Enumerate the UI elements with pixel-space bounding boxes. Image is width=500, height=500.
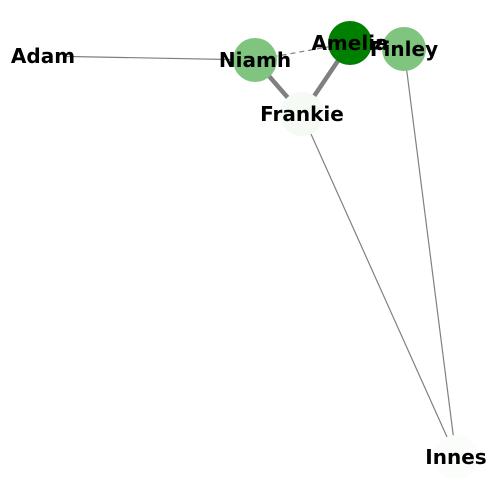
node-frankie: [280, 92, 324, 136]
edge-niamh-amelia: [254, 42, 351, 61]
node-niamh: [233, 38, 277, 82]
node-label-amelia: Amelia: [311, 31, 388, 55]
node-label-niamh: Niamh: [219, 48, 291, 72]
edges-layer: [42, 41, 457, 458]
node-label-innes: Innes: [425, 445, 486, 469]
node-innes: [434, 435, 478, 479]
nodes-layer: [21, 21, 478, 479]
node-adam: [21, 34, 65, 78]
node-label-adam: Adam: [11, 44, 75, 68]
node-label-finley: Finley: [370, 37, 438, 61]
edge-finley-innes: [403, 48, 457, 458]
edge-adam-niamh: [42, 55, 256, 61]
node-finley: [382, 27, 426, 71]
node-label-frankie: Frankie: [260, 102, 344, 126]
edge-frankie-innes: [301, 113, 457, 458]
node-amelia: [328, 21, 372, 65]
